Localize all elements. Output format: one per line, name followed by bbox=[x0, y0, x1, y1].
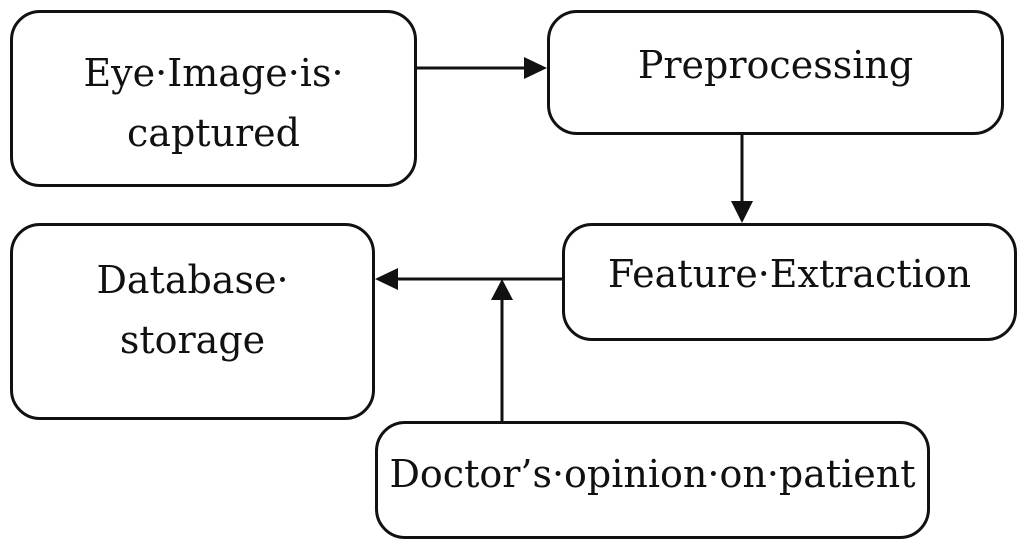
node-feature-extraction: Feature·Extraction bbox=[562, 223, 1017, 341]
node-feature-extraction-label: Feature·Extraction bbox=[607, 252, 972, 296]
arrow-feature-extraction-to-database bbox=[375, 268, 562, 290]
arrow-preprocessing-to-feature-extraction bbox=[731, 135, 753, 223]
node-preprocessing-label: Preprocessing bbox=[637, 43, 914, 87]
node-eye-image-captured-label-line1: Eye·Image·is· bbox=[83, 51, 344, 95]
node-database-storage-label-line1: Database· bbox=[96, 258, 289, 302]
node-database-storage-label-line2: storage bbox=[119, 318, 266, 362]
arrow-doctor-to-database-line bbox=[491, 279, 513, 421]
node-doctor-opinion-label: Doctor’s·opinion·on·patient bbox=[389, 452, 916, 496]
node-doctor-opinion: Doctor’s·opinion·on·patient bbox=[375, 421, 930, 539]
arrow-capture-to-preprocessing bbox=[417, 57, 547, 79]
node-database-storage: Database· storage bbox=[10, 223, 375, 420]
node-preprocessing: Preprocessing bbox=[547, 10, 1004, 135]
node-eye-image-captured-label-line2: captured bbox=[127, 111, 300, 155]
node-eye-image-captured: Eye·Image·is· captured bbox=[10, 10, 417, 187]
